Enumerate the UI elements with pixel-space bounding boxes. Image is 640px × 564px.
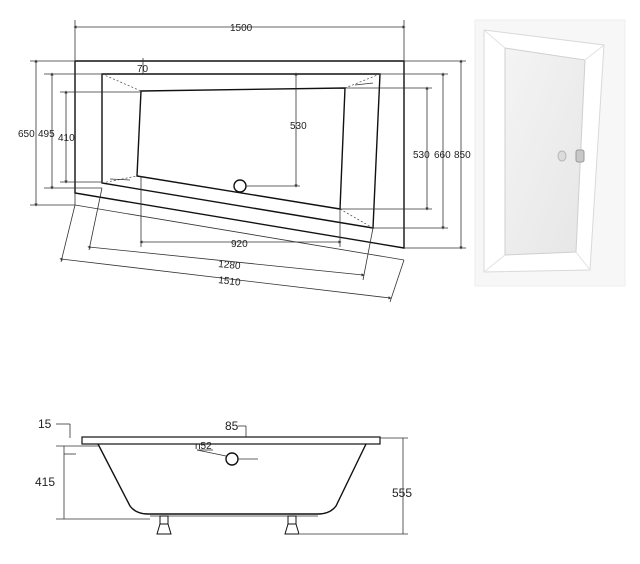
dim-right-inner: 530: [413, 150, 430, 161]
dim-bottom-inner: 920: [231, 239, 248, 250]
right-foot: [284, 523, 300, 535]
dim-rim-thickness: 15: [38, 417, 52, 431]
top-view: 1500 70 530 650 495: [18, 20, 471, 303]
photo-overflow-icon: [575, 149, 585, 163]
dim-rim-offset: 70: [137, 64, 149, 75]
dim-total-height: 555: [392, 486, 412, 500]
drain-hole: [233, 179, 247, 193]
dim-left-mid: 495: [38, 129, 55, 140]
left-foot: [156, 523, 172, 535]
dim-left-outer: 650: [18, 129, 35, 140]
dim-overall-length: 1500: [230, 23, 253, 34]
dim-inner-depth: 415: [35, 475, 55, 489]
dim-drain: n52: [195, 441, 212, 452]
photo-drain-icon: [557, 150, 567, 162]
dim-bottom-outer: 1510: [218, 275, 242, 289]
dim-left-inner: 410: [58, 133, 75, 144]
dim-right-outer: 850: [454, 150, 471, 161]
side-drain: [225, 452, 239, 466]
bathtub-photo: [474, 19, 626, 287]
dim-bottom-mid: 1280: [218, 259, 242, 272]
side-body: [97, 443, 367, 515]
side-view: n52 15 85 415 555: [35, 417, 412, 535]
dim-right-mid: 660: [434, 150, 451, 161]
side-rim: [81, 436, 381, 445]
dim-center-depth: 530: [290, 121, 307, 132]
tub-bowl-floor: [136, 87, 346, 210]
dim-rim-width: 85: [225, 419, 239, 433]
